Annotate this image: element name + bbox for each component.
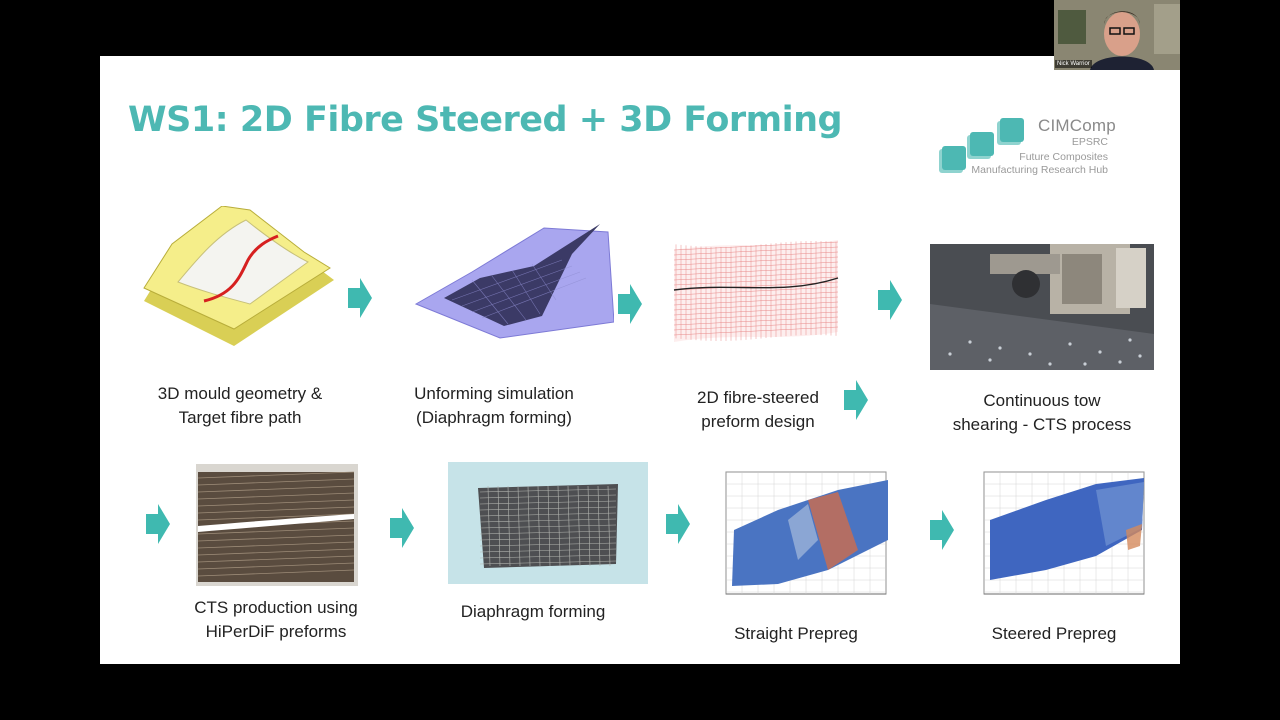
presentation-slide: WS1: 2D Fibre Steered + 3D Forming CIMCo… xyxy=(100,56,1180,664)
step-caption: Steered Prepreg xyxy=(991,624,1117,643)
arrow-right-icon xyxy=(146,504,170,544)
arrow-right-icon xyxy=(930,510,954,550)
cimcomp-logo: CIMComp EPSRC Future Composites Manufact… xyxy=(938,116,1116,180)
diaphragm-forming-photo xyxy=(448,462,648,584)
arrow-right-icon xyxy=(666,504,690,544)
straight-prepreg-plot xyxy=(725,471,888,595)
logo-square-icon xyxy=(1000,118,1024,142)
logo-line-1: EPSRC xyxy=(1071,136,1108,148)
arrow-right-icon xyxy=(844,380,868,420)
arrow-right-icon xyxy=(390,508,414,548)
participant-video-feed xyxy=(1054,0,1180,70)
steered-prepreg-plot xyxy=(983,471,1145,595)
step-caption: Diaphragm forming xyxy=(460,602,606,621)
mould-geometry-image xyxy=(143,206,334,346)
slide-title: WS1: 2D Fibre Steered + 3D Forming xyxy=(128,100,843,140)
step-caption: Straight Prepreg xyxy=(734,624,858,643)
cts-production-photo xyxy=(196,464,358,586)
cts-process-photo xyxy=(930,244,1154,370)
logo-square-icon xyxy=(942,146,966,170)
unforming-simulation-image xyxy=(414,224,614,339)
logo-brand: CIMComp xyxy=(1038,116,1116,135)
step-caption: Unforming simulation(Diaphragm forming) xyxy=(414,384,574,427)
arrow-right-icon xyxy=(348,278,372,318)
participant-name-label: Nick Warrior xyxy=(1055,60,1092,68)
logo-line-3: Manufacturing Research Hub xyxy=(971,164,1108,176)
logo-square-icon xyxy=(970,132,994,156)
arrow-right-icon xyxy=(878,280,902,320)
preform-design-image xyxy=(673,240,839,342)
participant-video-tile[interactable]: Nick Warrior xyxy=(1054,0,1180,70)
logo-line-2: Future Composites xyxy=(1019,151,1108,163)
step-caption: 3D mould geometry &Target fibre path xyxy=(157,384,323,427)
arrow-right-icon xyxy=(618,284,642,324)
